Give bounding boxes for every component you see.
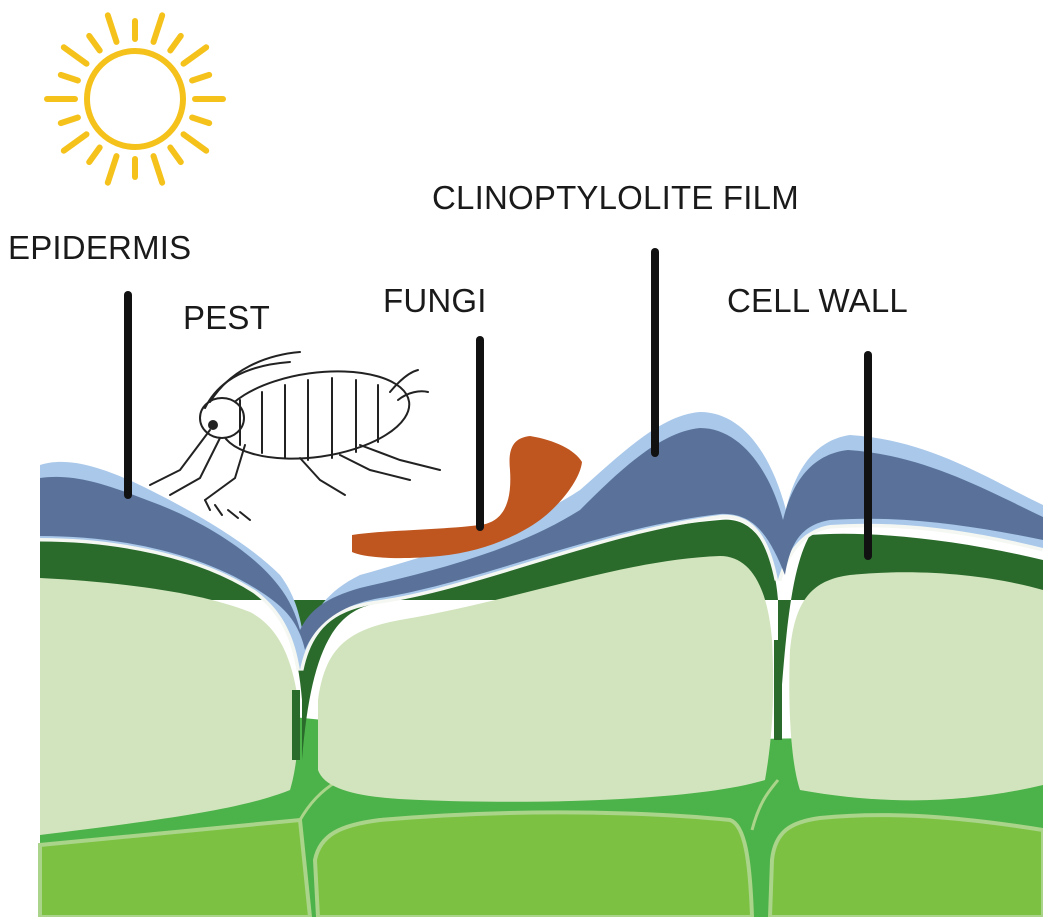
sun-ray — [108, 156, 117, 183]
cell-layer — [40, 556, 1043, 835]
label-clinoptylolite-film: CLINOPTYLOLITE FILM — [432, 181, 799, 214]
sun-ray — [61, 75, 78, 81]
sun-ray — [170, 36, 181, 51]
sun-ray — [154, 15, 163, 42]
sun-ray — [192, 118, 209, 124]
label-epidermis: EPIDERMIS — [8, 231, 191, 264]
sun-ray — [61, 118, 78, 124]
sun-ray — [64, 47, 87, 63]
sun-ray — [64, 134, 87, 150]
sun-ray — [108, 15, 117, 42]
label-cell-wall: CELL WALL — [727, 284, 908, 317]
sun-ray — [184, 134, 207, 150]
label-fungi: FUNGI — [383, 284, 487, 317]
sun-ray — [89, 36, 100, 51]
sun-ray — [192, 75, 209, 81]
sun-ray — [89, 148, 100, 163]
sun-ray — [184, 47, 207, 63]
cell-right — [789, 572, 1043, 800]
label-pest: PEST — [183, 301, 270, 334]
sun-icon — [47, 15, 223, 182]
sun-ray — [170, 148, 181, 163]
pest-aphid-icon — [150, 352, 440, 520]
cell-left — [40, 578, 299, 835]
sun-ray — [154, 156, 163, 183]
